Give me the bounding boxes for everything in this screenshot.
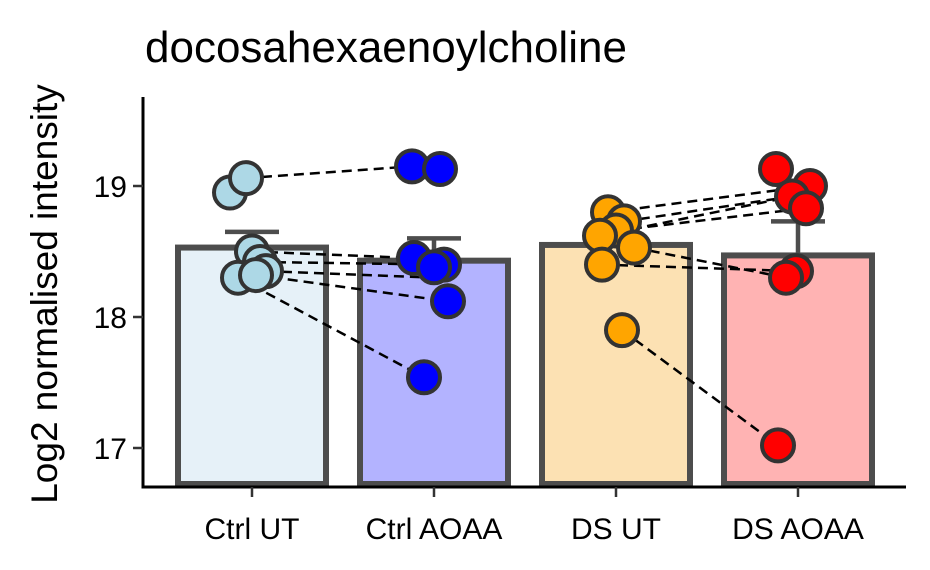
data-point-3-6: [760, 427, 796, 464]
bar-3: [721, 252, 875, 487]
x-tick-label-3: DS AOAA: [732, 513, 864, 546]
points-layer: [212, 148, 828, 464]
paired-line-7: [623, 195, 793, 223]
paired-line-3: [265, 269, 435, 279]
data-point-2-6: [616, 229, 652, 266]
data-point-0-1: [228, 160, 264, 197]
paired-line-11: [633, 246, 787, 279]
data-point-1-5: [406, 359, 442, 396]
data-point-2-4: [584, 246, 620, 283]
chart-title: docosahexaenoylcholine: [145, 23, 627, 72]
y-tick-label-1: 18: [94, 302, 127, 335]
data-point-3-3: [788, 190, 824, 227]
paired-line-4: [255, 273, 449, 303]
x-tick-label-1: Ctrl AOAA: [366, 513, 503, 546]
data-point-1-6: [416, 249, 452, 286]
y-axis-label: Log2 normalised intensity: [24, 84, 65, 504]
y-tick-label-0: 17: [94, 433, 127, 466]
data-point-0-6: [238, 257, 274, 294]
paired-line-5: [237, 276, 425, 379]
x-tick-label-2: DS UT: [571, 513, 661, 546]
data-point-3-5: [768, 259, 804, 296]
data-point-3-0: [758, 150, 794, 187]
paired-line-0: [245, 165, 413, 180]
data-point-2-5: [604, 312, 640, 349]
data-point-1-1: [422, 150, 458, 187]
x-tick-label-0: Ctrl UT: [205, 513, 300, 546]
paired-line-10: [601, 263, 797, 273]
data-point-1-4: [430, 283, 466, 320]
paired-line-12: [621, 329, 779, 447]
paired-line-1: [251, 250, 415, 260]
y-tick-label-2: 19: [94, 171, 127, 204]
